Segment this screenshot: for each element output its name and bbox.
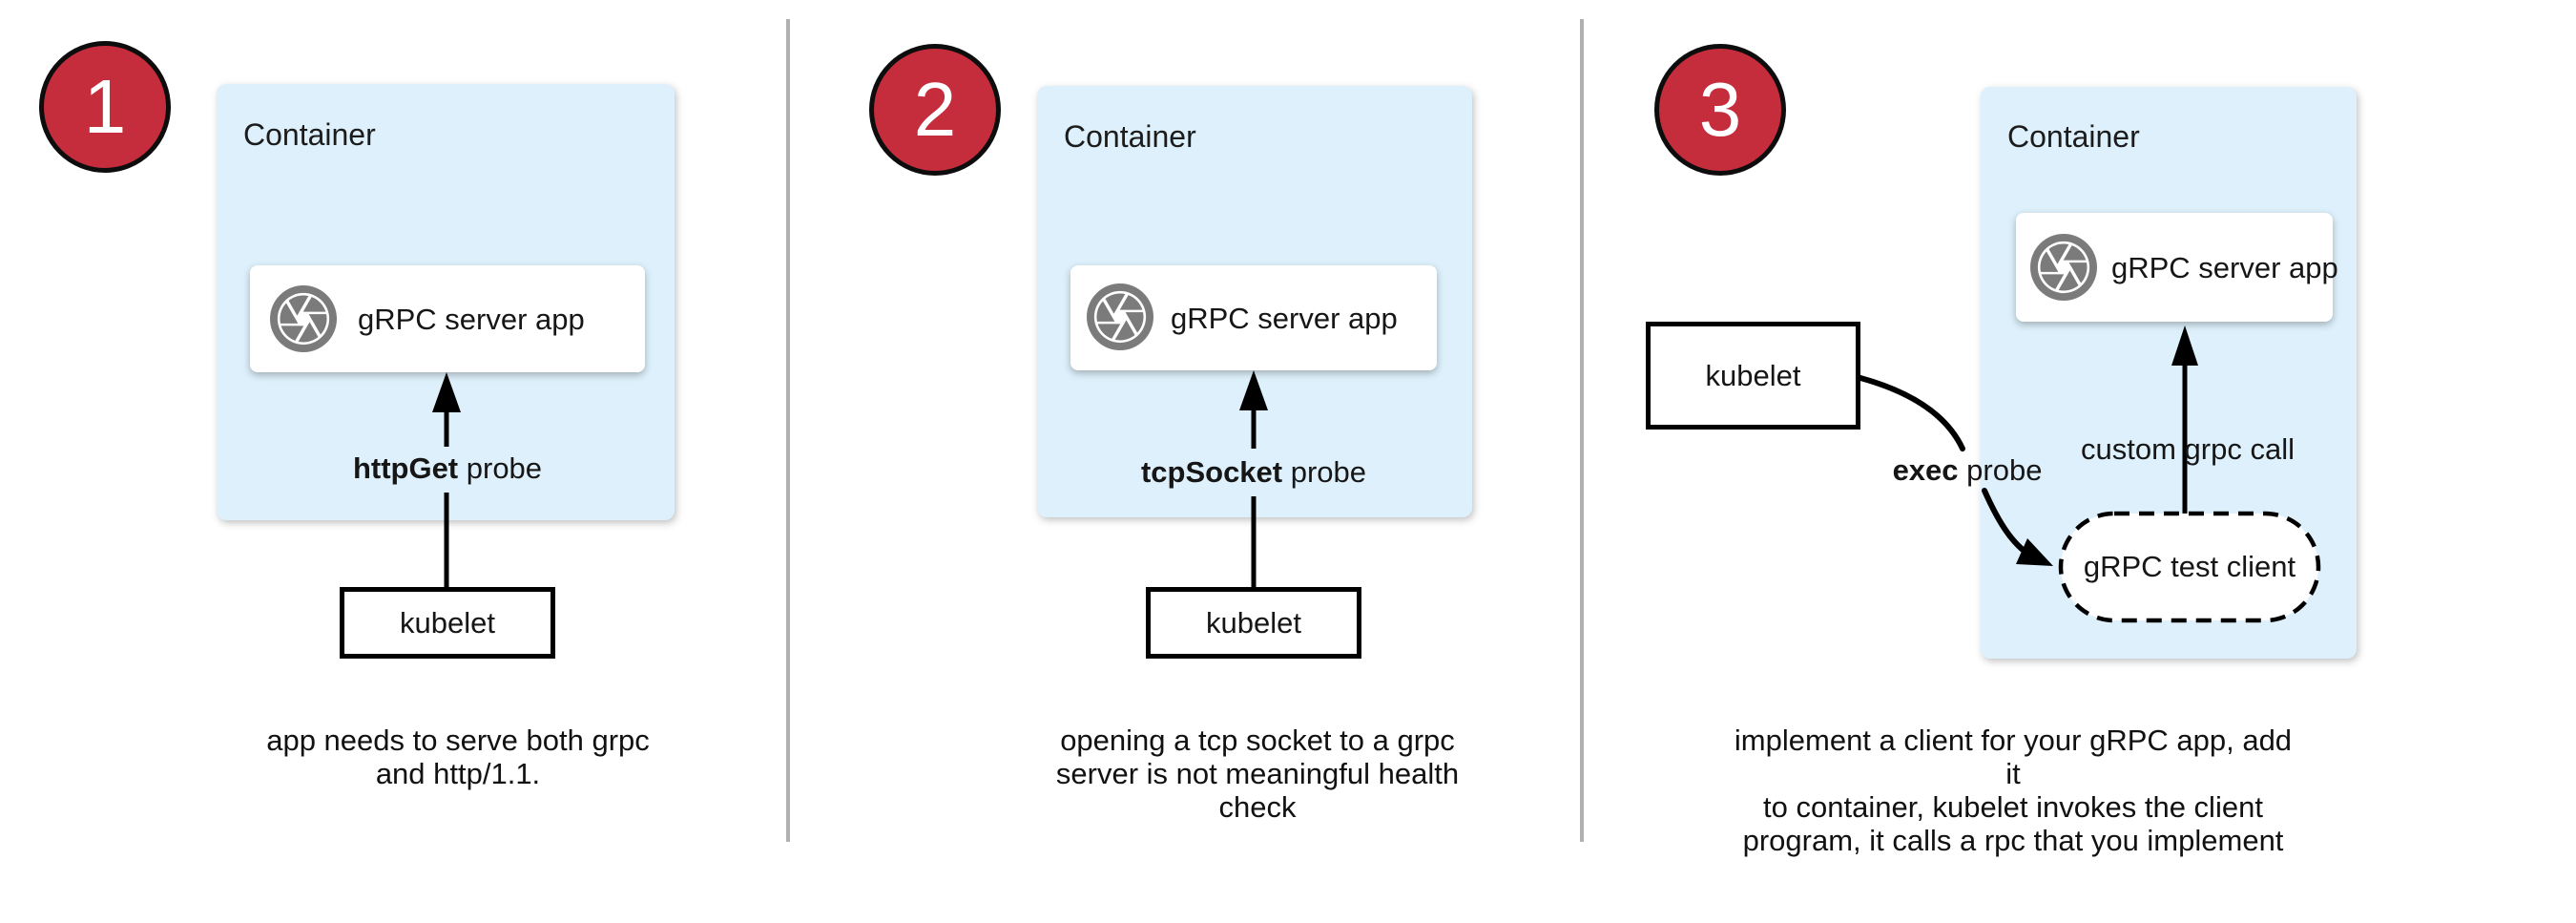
grpc-server-app-label-3: gRPC server app [2111,251,2338,284]
container-label-2: Container [1064,119,1196,154]
probe-label-1: httpGet probe [276,452,619,485]
kubelet-label: kubelet [400,605,495,640]
caption-1: app needs to serve both grpc and http/1.… [172,724,744,790]
probe-label-2: tcpSocket probe [1082,456,1425,489]
grpc-aperture-icon [2030,234,2097,301]
grpc-test-client-text: gRPC test client [2083,550,2296,583]
probe-type: httpGet [352,451,459,485]
probe-arrowhead-1 [432,372,461,412]
caption-line: to container, kubelet invokes the client [1763,790,2263,824]
probe-type: tcpSocket [1140,455,1283,489]
caption-line: app needs to serve both grpc [266,724,650,757]
panel-divider-1 [786,19,790,842]
probe-word: probe [1958,453,2043,487]
step-number: 3 [1698,67,1742,152]
caption-2: opening a tcp socket to a grpc server is… [971,724,1544,824]
step-badge-1: 1 [39,41,171,173]
exec-probe-curve-upper [1858,375,1965,451]
step-number: 1 [83,64,127,149]
caption-line: check [1218,790,1297,824]
exec-probe-arrowhead [2016,538,2053,566]
custom-grpc-call-label: custom grpc call [2081,432,2295,466]
caption-line: and http/1.1. [375,757,541,790]
grpc-server-app-label-1: gRPC server app [358,303,585,336]
grpc-test-client-oval [2058,511,2321,623]
caption-line: server is not meaningful health [1055,757,1460,790]
probe-word: probe [458,451,543,485]
kubelet-label: kubelet [1705,358,1801,392]
kubelet-box-1: kubelet [340,587,555,659]
caption-line: program, it calls a rpc that you impleme… [1742,824,2284,857]
kubelet-box-2: kubelet [1146,587,1361,659]
step-badge-3: 3 [1654,44,1786,176]
container-label-3: Container [2007,119,2140,154]
custom-call-arrowhead [2171,325,2198,366]
grpc-aperture-icon [270,285,337,352]
exec-probe-curve-lower [1982,488,2033,558]
caption-line: implement a client for your gRPC app, ad… [1734,724,2293,790]
grpc-test-client-label: gRPC test client [2061,514,2318,620]
probe-arrowhead-2 [1239,370,1268,410]
caption-line: opening a tcp socket to a grpc [1060,724,1455,757]
probe-label-3: exec probe [1796,454,2139,487]
container-label-1: Container [243,117,376,152]
step-number: 2 [913,67,957,152]
grpc-aperture-icon [1087,283,1153,350]
panel-divider-2 [1580,19,1584,842]
kubelet-label: kubelet [1206,605,1301,640]
caption-3: implement a client for your gRPC app, ad… [1727,724,2299,857]
step-badge-2: 2 [869,44,1001,176]
probe-type: exec [1892,453,1959,487]
probe-word: probe [1282,455,1367,489]
kubelet-box-3: kubelet [1646,322,1860,430]
grpc-server-app-label-2: gRPC server app [1171,302,1398,335]
